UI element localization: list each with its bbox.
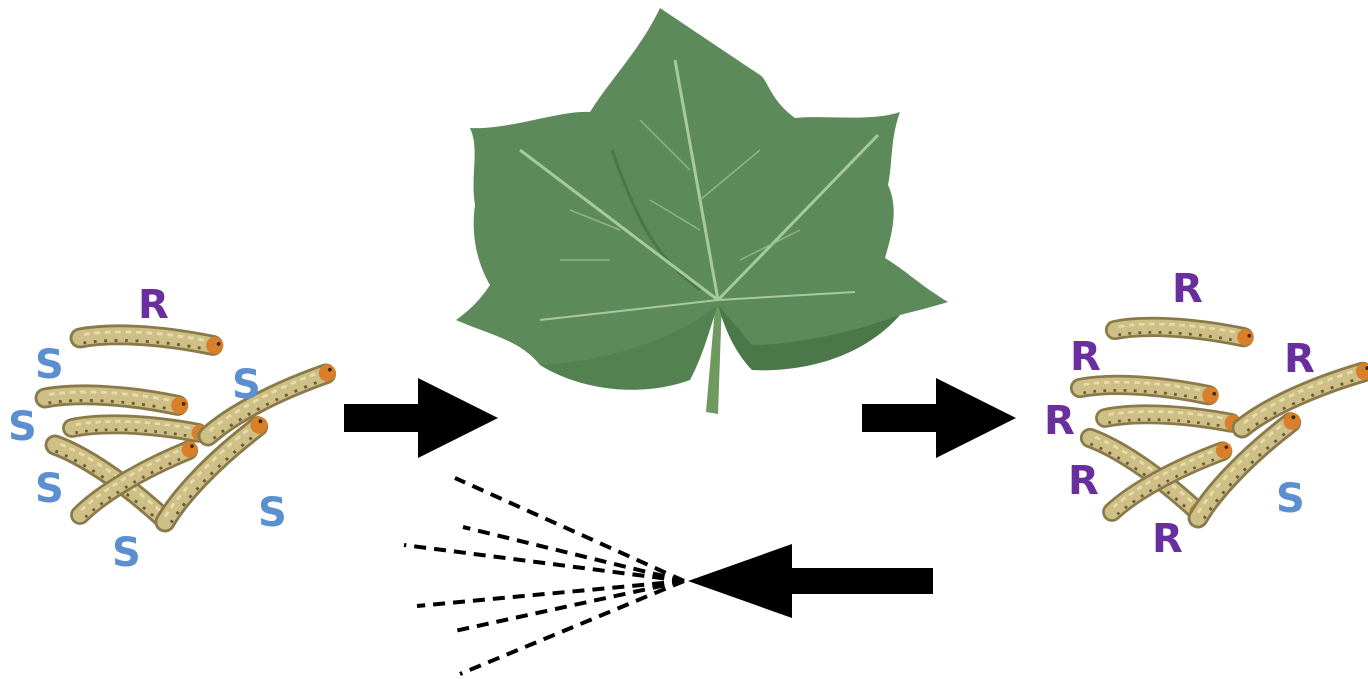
right-arrow-icon — [862, 378, 1016, 458]
caterpillar-icon — [1105, 408, 1242, 431]
arrow-to-crop — [344, 378, 498, 458]
caterpillar-icon — [80, 328, 224, 355]
susceptible-label: S — [35, 342, 64, 388]
caterpillar-icon — [1115, 320, 1255, 346]
resistant-label: R — [1070, 334, 1101, 380]
susceptible-label: S — [112, 530, 141, 576]
caterpillar-icon — [1080, 378, 1220, 404]
caterpillar-icon — [72, 418, 209, 441]
caterpillar-icon — [45, 388, 189, 415]
resistant-label: R — [1172, 266, 1203, 312]
arrow-back — [688, 544, 933, 618]
susceptible-label: S — [232, 362, 261, 408]
resistant-label: R — [1044, 398, 1075, 444]
caterpillar-icon — [203, 362, 339, 442]
susceptible-label: S — [35, 466, 64, 512]
caterpillar-group-after — [1080, 320, 1368, 523]
susceptible-label: S — [1276, 476, 1305, 522]
spray-icon — [404, 478, 684, 674]
right-arrow-icon — [344, 378, 498, 458]
cotton-leaf-icon — [456, 8, 948, 414]
susceptible-label: S — [258, 490, 287, 536]
arrow-to-survivors — [862, 378, 1016, 458]
resistant-label: R — [138, 282, 169, 328]
left-arrow-icon — [688, 544, 933, 618]
susceptible-label: S — [8, 404, 37, 450]
resistant-label: R — [1068, 458, 1099, 504]
caterpillar-group-before — [45, 328, 339, 533]
resistant-label: R — [1284, 336, 1315, 382]
resistant-label: R — [1152, 516, 1183, 562]
